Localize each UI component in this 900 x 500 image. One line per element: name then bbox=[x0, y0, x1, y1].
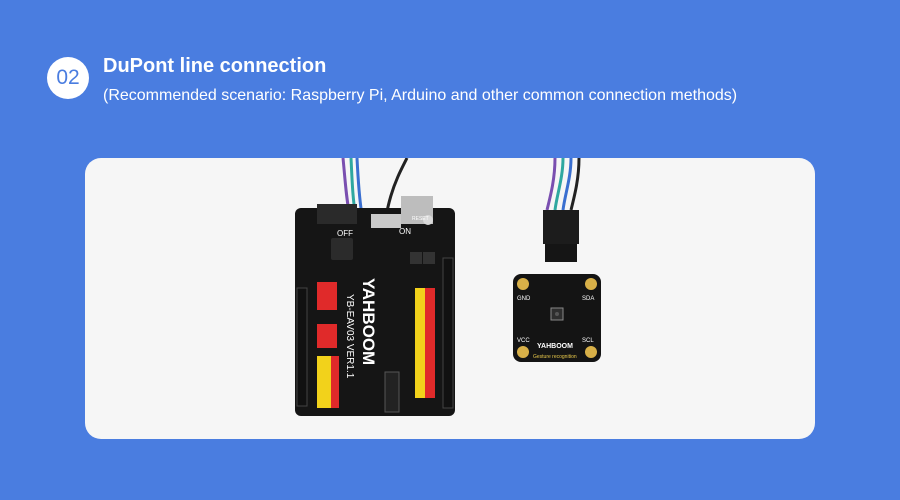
sensor-brand: YAHBOOM bbox=[537, 343, 573, 350]
gesture-sensor-module: GND SDA VCC SCL YAHBOOM Gesture recognit… bbox=[513, 274, 601, 362]
sensor-name: Gesture recognition bbox=[533, 354, 577, 360]
expansion-board: OFF ON RESET YAHBOOM Y bbox=[295, 196, 455, 416]
pin-vcc-label: VCC bbox=[517, 338, 530, 344]
right-header-pins bbox=[384, 257, 454, 413]
reset-label: RESET bbox=[412, 216, 429, 222]
pin-gnd-label: GND bbox=[517, 296, 531, 302]
dupont-connectors bbox=[543, 210, 579, 262]
board-brand: YAHBOOM bbox=[359, 278, 378, 365]
step-number-badge: 02 bbox=[47, 57, 89, 99]
connection-photo: OFF ON RESET YAHBOOM Y bbox=[85, 158, 815, 439]
dupont-wires-sensor bbox=[545, 158, 581, 211]
left-header-pins bbox=[296, 282, 339, 408]
section-subtitle: (Recommended scenario: Raspberry Pi, Ard… bbox=[103, 87, 738, 104]
section-title: DuPont line connection bbox=[103, 55, 327, 77]
pin-sda-label: SDA bbox=[582, 296, 594, 302]
switch-on-label: ON bbox=[399, 227, 411, 236]
switch-off-label: OFF bbox=[337, 229, 353, 238]
pin-scl-label: SCL bbox=[582, 338, 594, 344]
board-model: YB-EAV03 VER1.1 bbox=[344, 294, 355, 379]
